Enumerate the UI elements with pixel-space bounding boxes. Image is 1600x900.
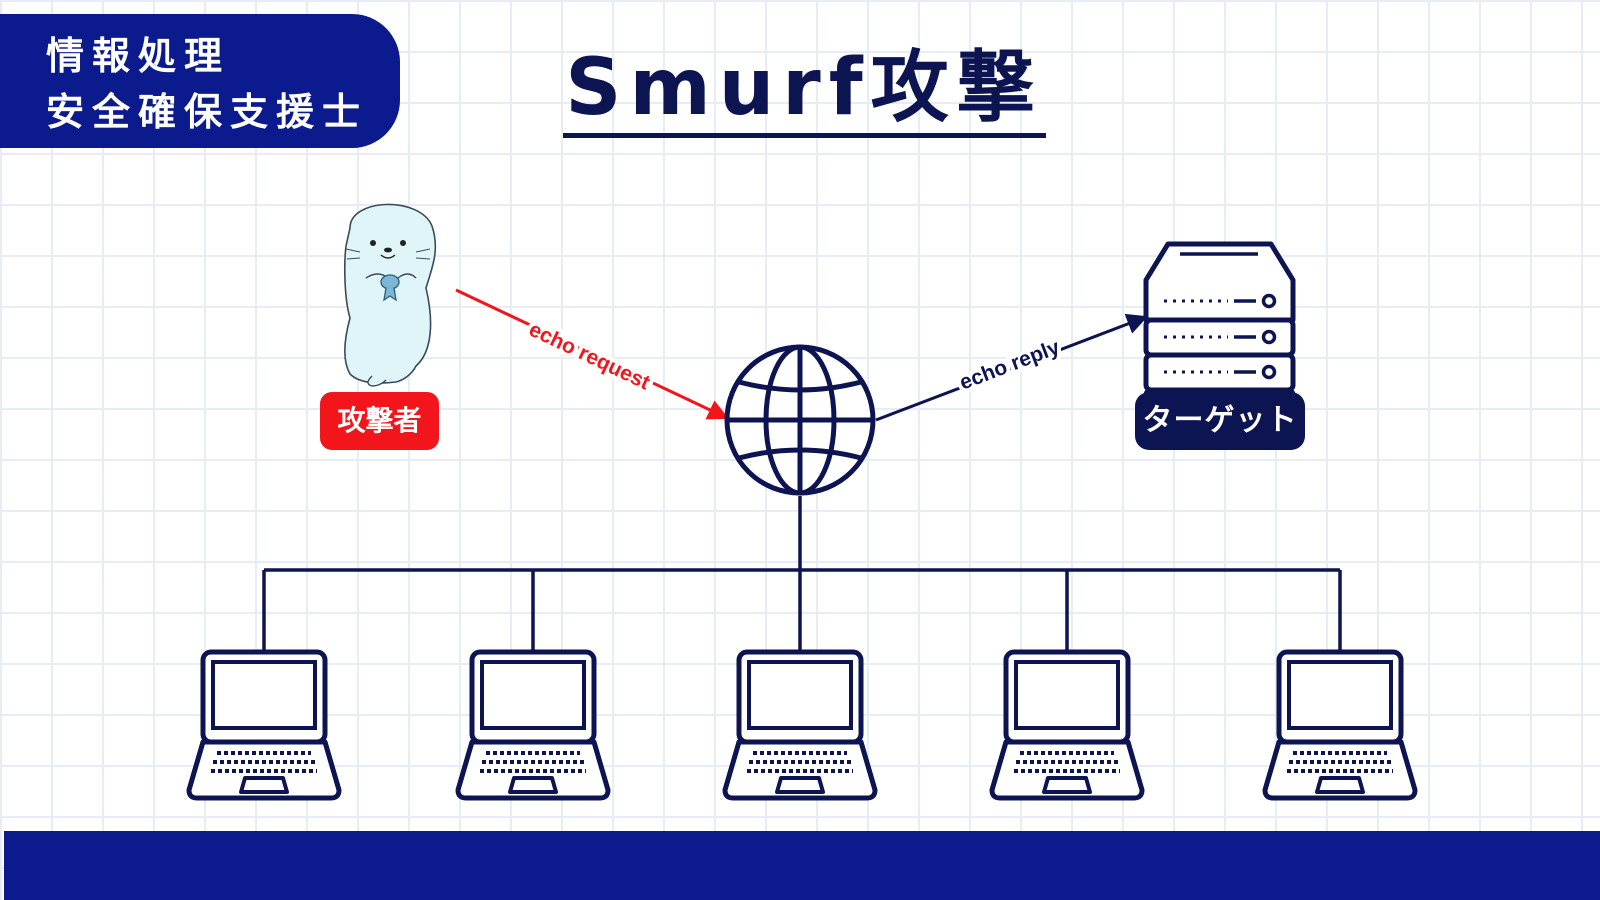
attacker-seal-icon (343, 203, 437, 387)
echo-reply-label: echo reply (956, 336, 1063, 395)
badge-line-1: 情報処理 (46, 34, 231, 78)
page-title: Smurf攻撃 (565, 43, 1043, 133)
network-bus (262, 496, 1342, 652)
laptop-icon (189, 652, 339, 798)
attacker-label: 攻撃者 (320, 392, 439, 450)
laptop-icon (458, 652, 608, 798)
echo-request-label: echo request (525, 318, 653, 395)
footer-bar (4, 831, 1600, 900)
laptop-icon (725, 652, 875, 798)
echo-request-arrow (455, 288, 729, 420)
laptop-icon (1265, 652, 1415, 798)
laptop-icon (992, 652, 1142, 798)
title-underline (563, 133, 1046, 138)
badge-line-2: 安全確保支援士 (46, 90, 369, 134)
certification-badge: 情報処理 安全確保支援士 (0, 14, 400, 148)
globe-icon (724, 344, 876, 496)
target-label: ターゲット (1135, 392, 1305, 450)
echo-reply-arrow (875, 313, 1148, 422)
